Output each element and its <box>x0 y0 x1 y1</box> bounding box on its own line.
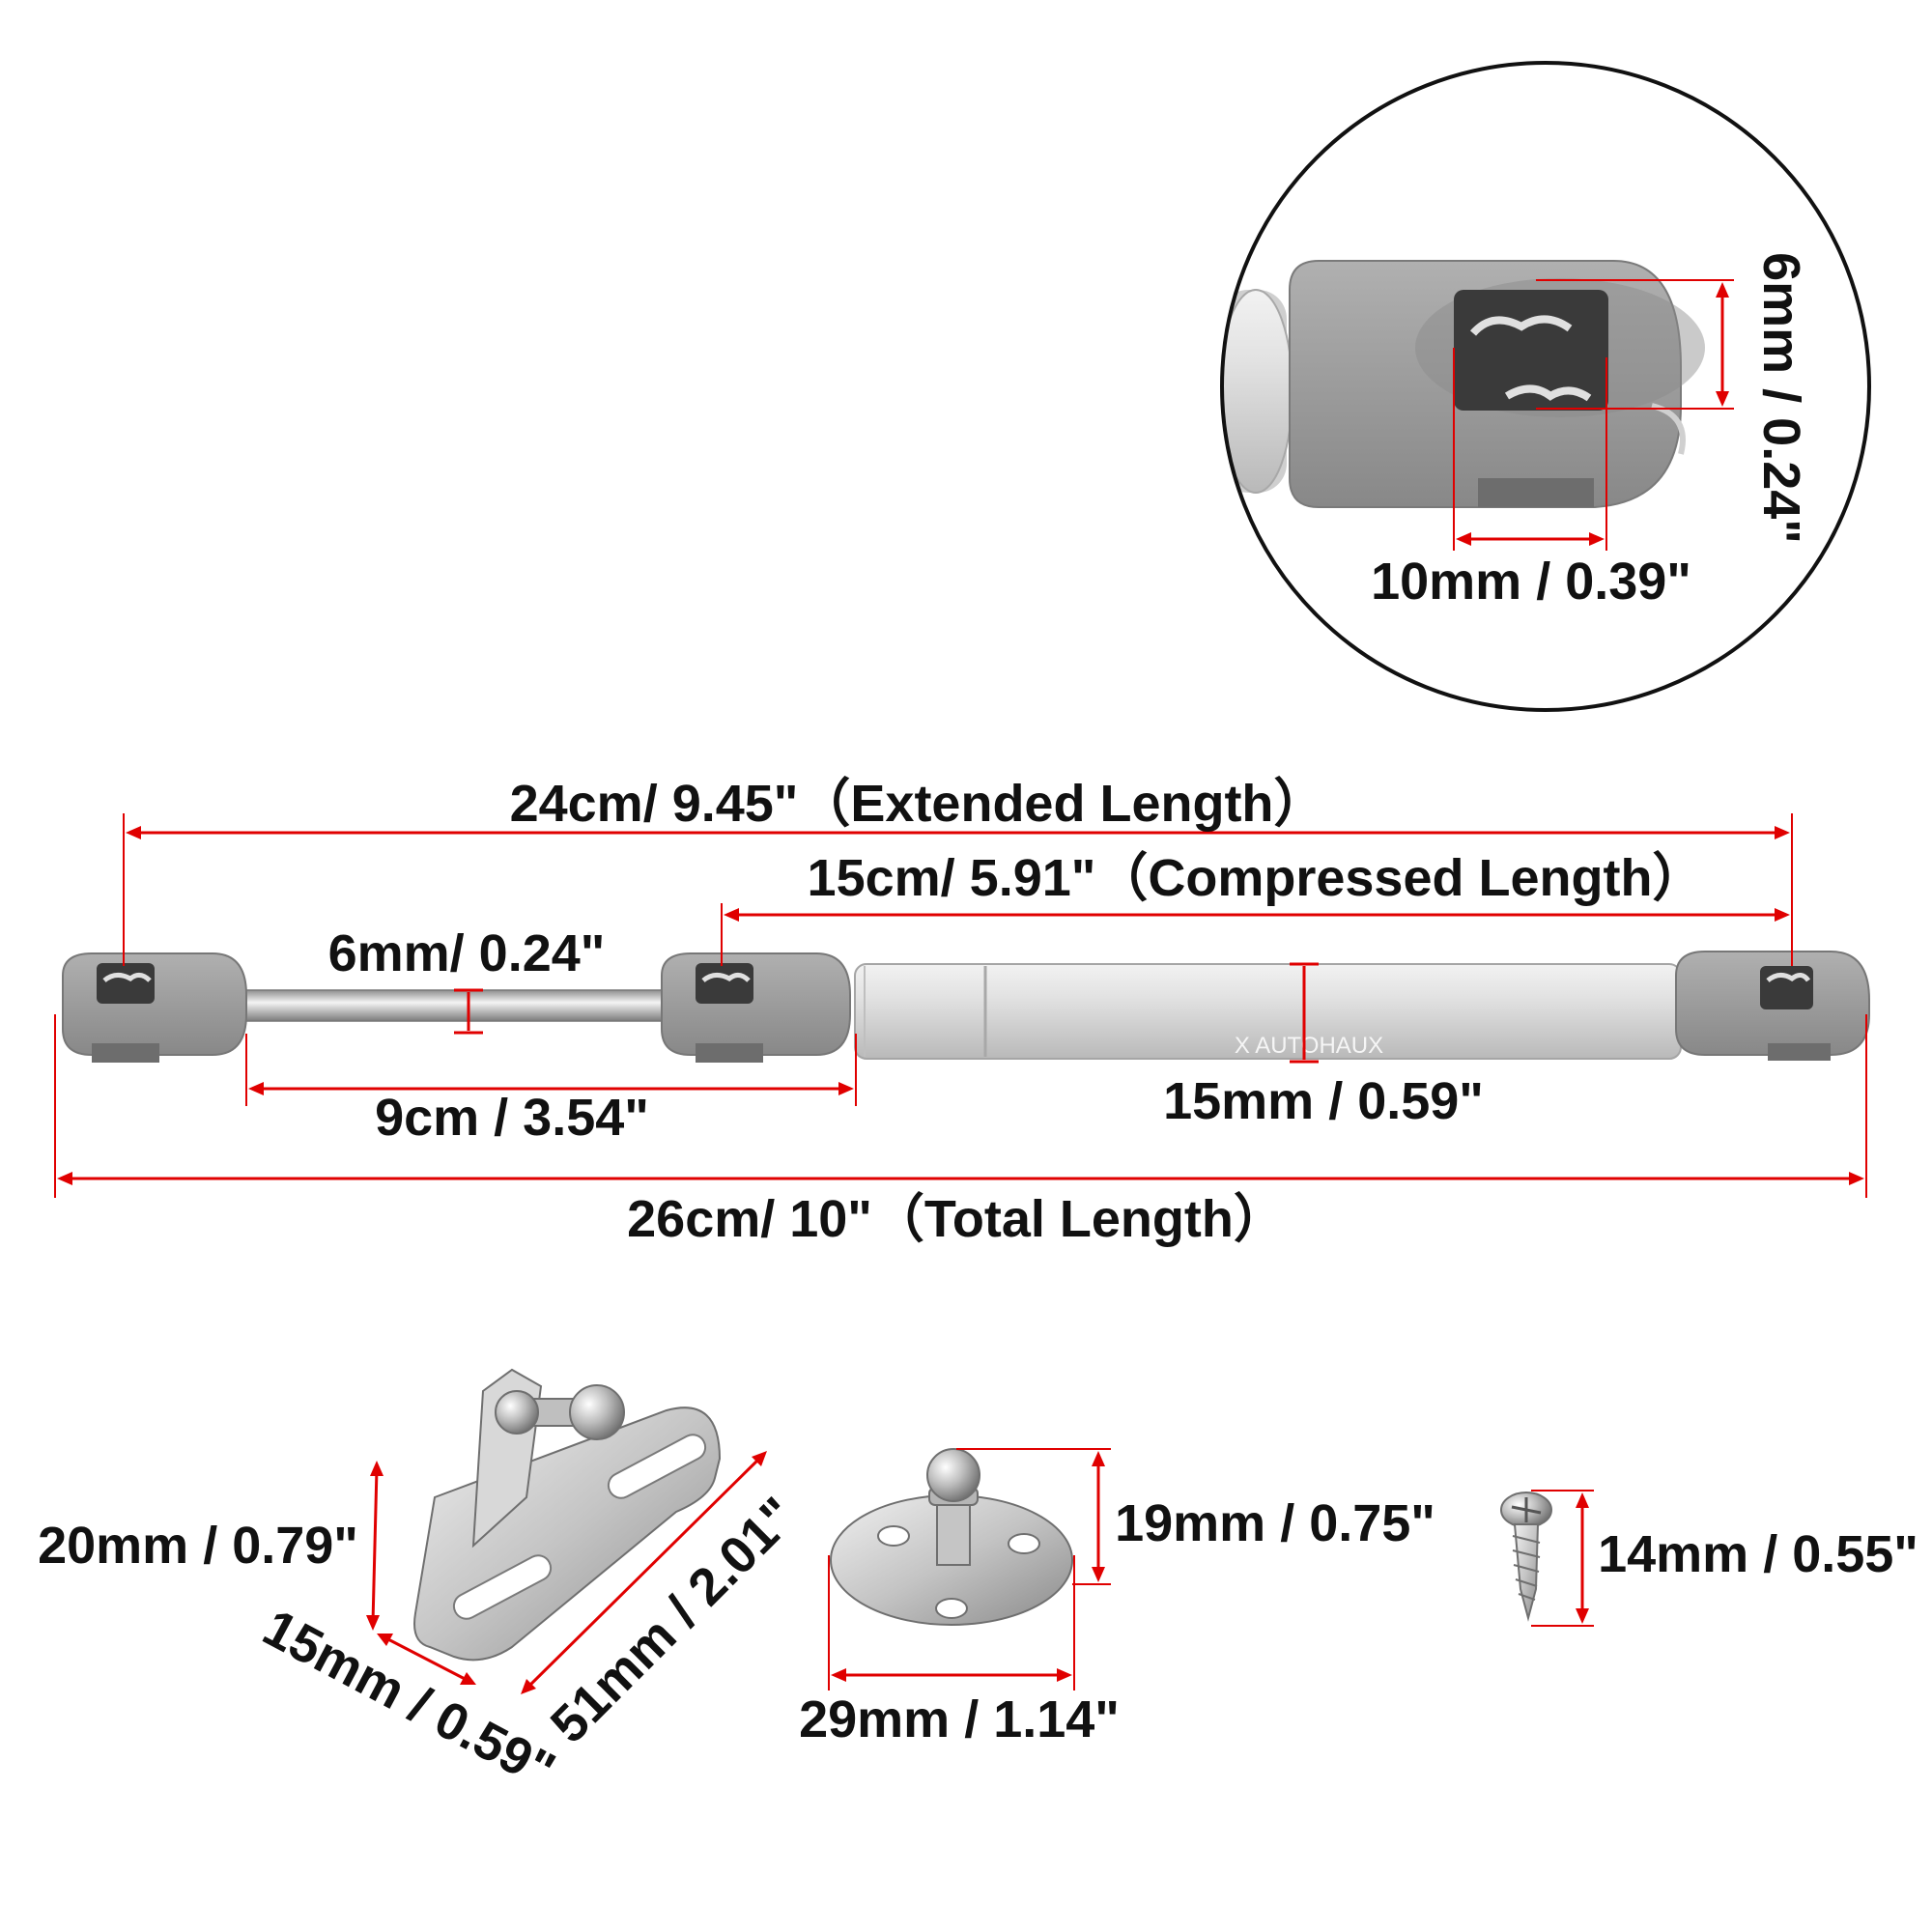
cylinder-diameter-dimension <box>1290 962 1319 1064</box>
ball-stud-height-label: 19mm / 0.75" <box>1115 1494 1435 1552</box>
total-length-label: 26cm/ 10"（Total Length） <box>627 1190 1286 1248</box>
brand-watermark: X AUTOHAUX <box>1235 1033 1383 1059</box>
socket-height-dimension <box>1536 279 1734 410</box>
bracket-height-label: 20mm / 0.79" <box>38 1517 358 1575</box>
total-length-dimension <box>54 1014 1867 1198</box>
mounting-bracket <box>413 1368 722 1662</box>
screw <box>1500 1492 1552 1622</box>
detail-magnifier: 6mm / 0.24" 10mm / 0.39" <box>1220 61 1871 712</box>
compressed-length-dimension <box>721 903 1790 966</box>
extended-length-label: 24cm/ 9.45"（Extended Length） <box>510 775 1326 833</box>
socket-width-label: 10mm / 0.39" <box>1371 553 1691 611</box>
bracket-width-dimension <box>377 1634 476 1685</box>
ball-stud-height-dimension <box>956 1448 1111 1585</box>
cylinder-diameter-label: 15mm / 0.59" <box>1163 1072 1484 1130</box>
extended-length-dimension <box>123 813 1793 966</box>
end-fitting-middle <box>661 952 851 1063</box>
ball-stud-mount <box>830 1448 1073 1626</box>
socket-height-label: 6mm / 0.24" <box>1752 252 1810 544</box>
stroke-dimension <box>245 1034 857 1106</box>
ball-stud-diameter-dimension <box>828 1555 1075 1690</box>
piston-rod <box>241 989 672 1022</box>
rod-diameter-label: 6mm/ 0.24" <box>328 924 606 982</box>
ball-stud-diameter-label: 29mm / 1.14" <box>799 1690 1120 1748</box>
end-fitting-right <box>1675 951 1870 1061</box>
socket-width-dimension <box>1453 348 1607 551</box>
magnifier-circle <box>1220 61 1871 712</box>
stroke-label: 9cm / 3.54" <box>375 1089 649 1147</box>
gas-strut: X AUTOHAUX <box>62 951 1870 1063</box>
bracket-height-dimension <box>366 1461 384 1631</box>
end-fitting-left <box>62 952 247 1063</box>
detail-end-fitting-closeup <box>1222 63 1869 710</box>
rod-diameter-dimension <box>454 988 483 1035</box>
compressed-length-label: 15cm/ 5.91"（Compressed Length） <box>808 849 1705 907</box>
screw-length-dimension <box>1531 1490 1594 1627</box>
screw-length-label: 14mm / 0.55" <box>1598 1525 1918 1583</box>
bracket-length-dimension <box>521 1451 767 1694</box>
